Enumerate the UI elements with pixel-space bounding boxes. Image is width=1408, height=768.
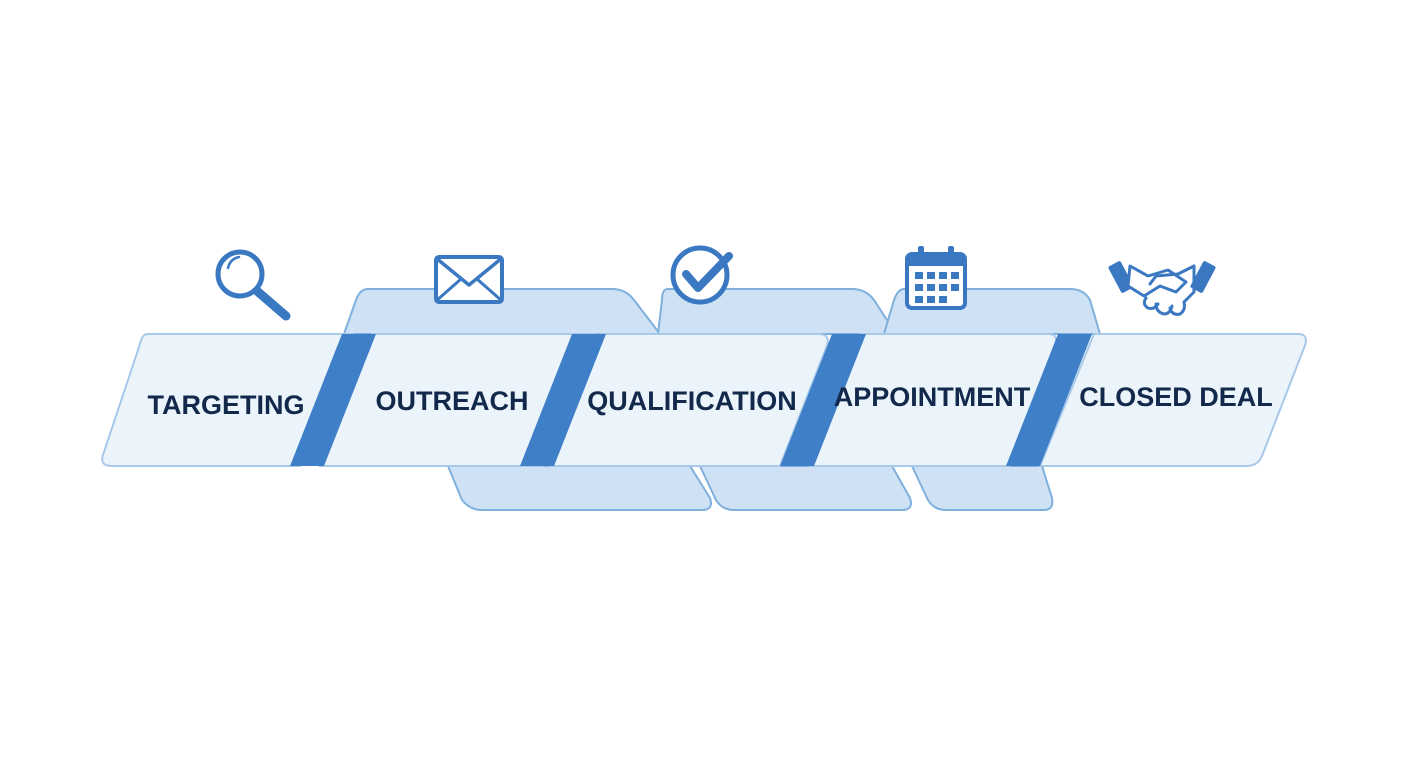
- stage-labels: TARGETING OUTREACH QUALIFICATION APPOINT…: [148, 382, 1273, 420]
- stage-label-appointment: APPOINTMENT: [834, 382, 1031, 412]
- stage-label-outreach: OUTREACH: [376, 386, 529, 416]
- connector-targeting-outreach: [290, 334, 376, 466]
- handshake-icon: [1108, 261, 1216, 316]
- magnifying-glass-icon: [215, 249, 291, 321]
- connector-appointment-closed-deal: [1006, 334, 1092, 466]
- stage-label-closed-deal: CLOSED DEAL: [1079, 382, 1273, 412]
- envelope-icon: [434, 255, 504, 304]
- connector-outreach-qualification: [520, 334, 606, 466]
- stage-panel-closed-deal: [1038, 333, 1307, 467]
- front-panels: [101, 333, 1307, 467]
- calendar-icon: [905, 246, 967, 310]
- stage-label-targeting: TARGETING: [148, 390, 305, 420]
- back-panel-lower-outreach: [446, 465, 712, 511]
- back-panel-lower-qualification: [698, 465, 912, 511]
- back-panels: [342, 288, 1102, 511]
- checkmark-circle-icon: [670, 245, 733, 305]
- back-panel-lower-appointment: [910, 465, 1054, 511]
- stage-panel-targeting: [101, 333, 354, 467]
- stage-label-qualification: QUALIFICATION: [587, 386, 796, 416]
- stage-panel-qualification: [548, 333, 829, 467]
- connector-qualification-appointment: [780, 334, 866, 466]
- connectors: [290, 334, 1092, 466]
